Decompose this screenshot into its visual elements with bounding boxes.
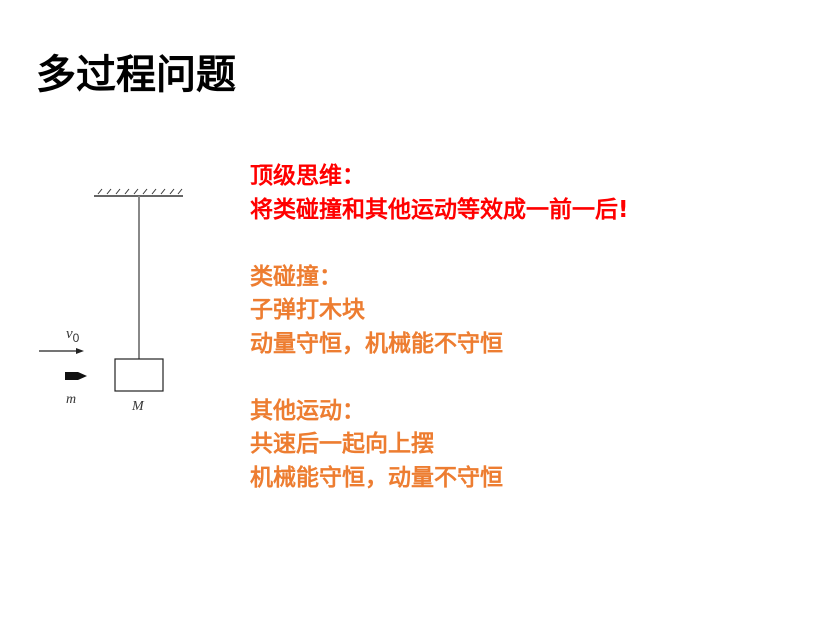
explanation-text: 顶级思维： 将类碰撞和其他运动等效成一前一后! 类碰撞： 子弹打木块 动量守恒，…: [250, 160, 629, 495]
bullet: [65, 372, 87, 380]
ceiling-support: [94, 188, 183, 197]
top-thinking-text: 将类碰撞和其他运动等效成一前一后!: [250, 196, 629, 223]
velocity-label: v0: [66, 326, 80, 345]
other-motion-line-1: 共速后一起向上摆: [250, 431, 434, 457]
slide-title: 多过程问题: [36, 52, 236, 98]
velocity-arrow: [39, 348, 84, 354]
collision-line-2: 动量守恒，机械能不守恒: [250, 330, 503, 357]
collision-heading: 类碰撞：: [250, 263, 342, 290]
ballistic-pendulum-diagram: v0 m M: [39, 188, 183, 414]
bullet-mass-label: m: [66, 392, 76, 407]
other-motion-line-2: 机械能守恒，动量不守恒: [250, 464, 503, 491]
collision-line-1: 子弹打木块: [250, 297, 365, 323]
block: [114, 358, 164, 392]
other-motion-heading: 其他运动：: [250, 397, 365, 424]
top-thinking-heading: 顶级思维：: [250, 163, 365, 189]
block-mass-label: M: [131, 399, 145, 414]
